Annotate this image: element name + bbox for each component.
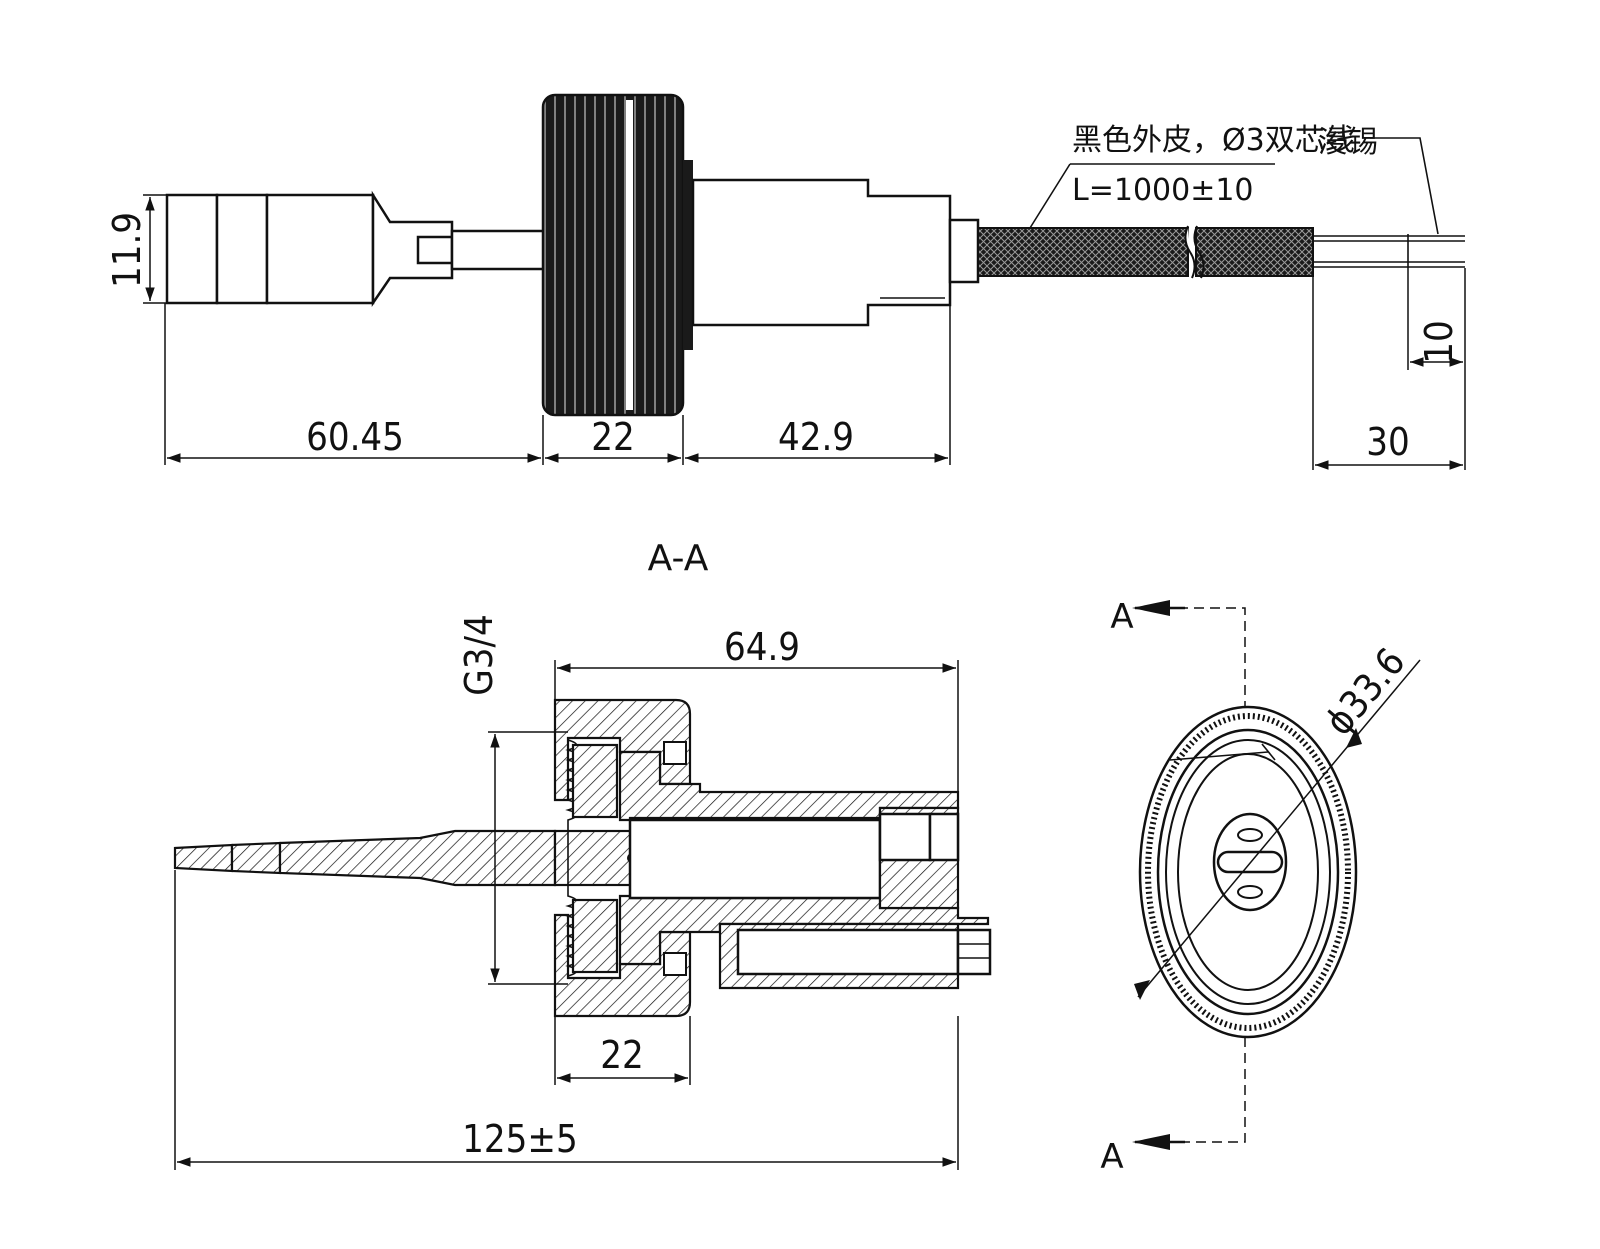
knurled-nut bbox=[541, 93, 693, 417]
section-nut bbox=[553, 698, 692, 1018]
dim-label-22-top: 22 bbox=[591, 415, 635, 459]
cable-note: 黑色外皮，Ø3双芯线 L=1000±10 bbox=[1029, 123, 1355, 229]
dim-11-9: 11.9 bbox=[105, 194, 167, 304]
dim-bottom-top-view: 60.45 22 42.9 bbox=[164, 303, 951, 465]
dim-label-22-section: 22 bbox=[600, 1033, 644, 1077]
section-title: A-A bbox=[648, 538, 709, 579]
section-marker-bottom: A bbox=[1100, 1137, 1123, 1177]
tin-note: 浸锡 bbox=[1318, 125, 1439, 235]
end-view: A A ϕ33.6 bbox=[1100, 597, 1421, 1177]
dim-label-125: 125±5 bbox=[462, 1117, 578, 1161]
section-marker-top: A bbox=[1110, 597, 1133, 637]
tin-note-label: 浸锡 bbox=[1318, 125, 1378, 160]
dim-64-9: 64.9 bbox=[554, 625, 959, 792]
probe-tip bbox=[165, 190, 546, 308]
dim-125: 125±5 bbox=[174, 870, 959, 1170]
dim-label-10: 10 bbox=[1417, 320, 1461, 364]
braided-cable bbox=[977, 225, 1314, 279]
dim-g3-4: G3/4 bbox=[457, 614, 568, 985]
top-view: 11.9 60.45 22 42.9 黑色外皮，Ø3双芯线 L=1000±10 … bbox=[105, 93, 1466, 470]
dim-label-33-6: ϕ33.6 bbox=[1316, 640, 1413, 744]
section-view: A-A bbox=[173, 538, 992, 1170]
section-line: A A bbox=[1100, 597, 1246, 1177]
dim-label-30: 30 bbox=[1366, 420, 1410, 464]
fitting-body bbox=[691, 178, 980, 327]
cable-note-line1: 黑色外皮，Ø3双芯线 bbox=[1072, 123, 1355, 158]
section-fitting-body bbox=[618, 750, 992, 990]
dim-label-60-45: 60.45 bbox=[306, 415, 404, 459]
dim-label-42-9: 42.9 bbox=[778, 415, 854, 459]
lead-wires bbox=[1313, 234, 1465, 268]
dim-label-11-9: 11.9 bbox=[105, 212, 149, 288]
dim-label-g3-4: G3/4 bbox=[457, 614, 501, 696]
cable-note-line2: L=1000±10 bbox=[1072, 173, 1254, 208]
dim-label-64-9: 64.9 bbox=[724, 625, 800, 669]
dim-22-section: 22 bbox=[554, 1016, 691, 1085]
dim-lead-lengths: 10 30 bbox=[1312, 268, 1466, 470]
